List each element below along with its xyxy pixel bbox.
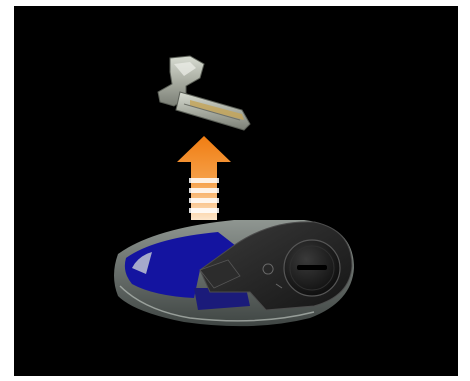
illustration-canvas (14, 6, 458, 376)
illustration-svg (14, 6, 458, 376)
emergency-key-icon (158, 56, 250, 130)
battery-cover-icon (284, 240, 340, 296)
up-arrow-icon (177, 136, 231, 220)
key-fob-icon (114, 220, 354, 326)
